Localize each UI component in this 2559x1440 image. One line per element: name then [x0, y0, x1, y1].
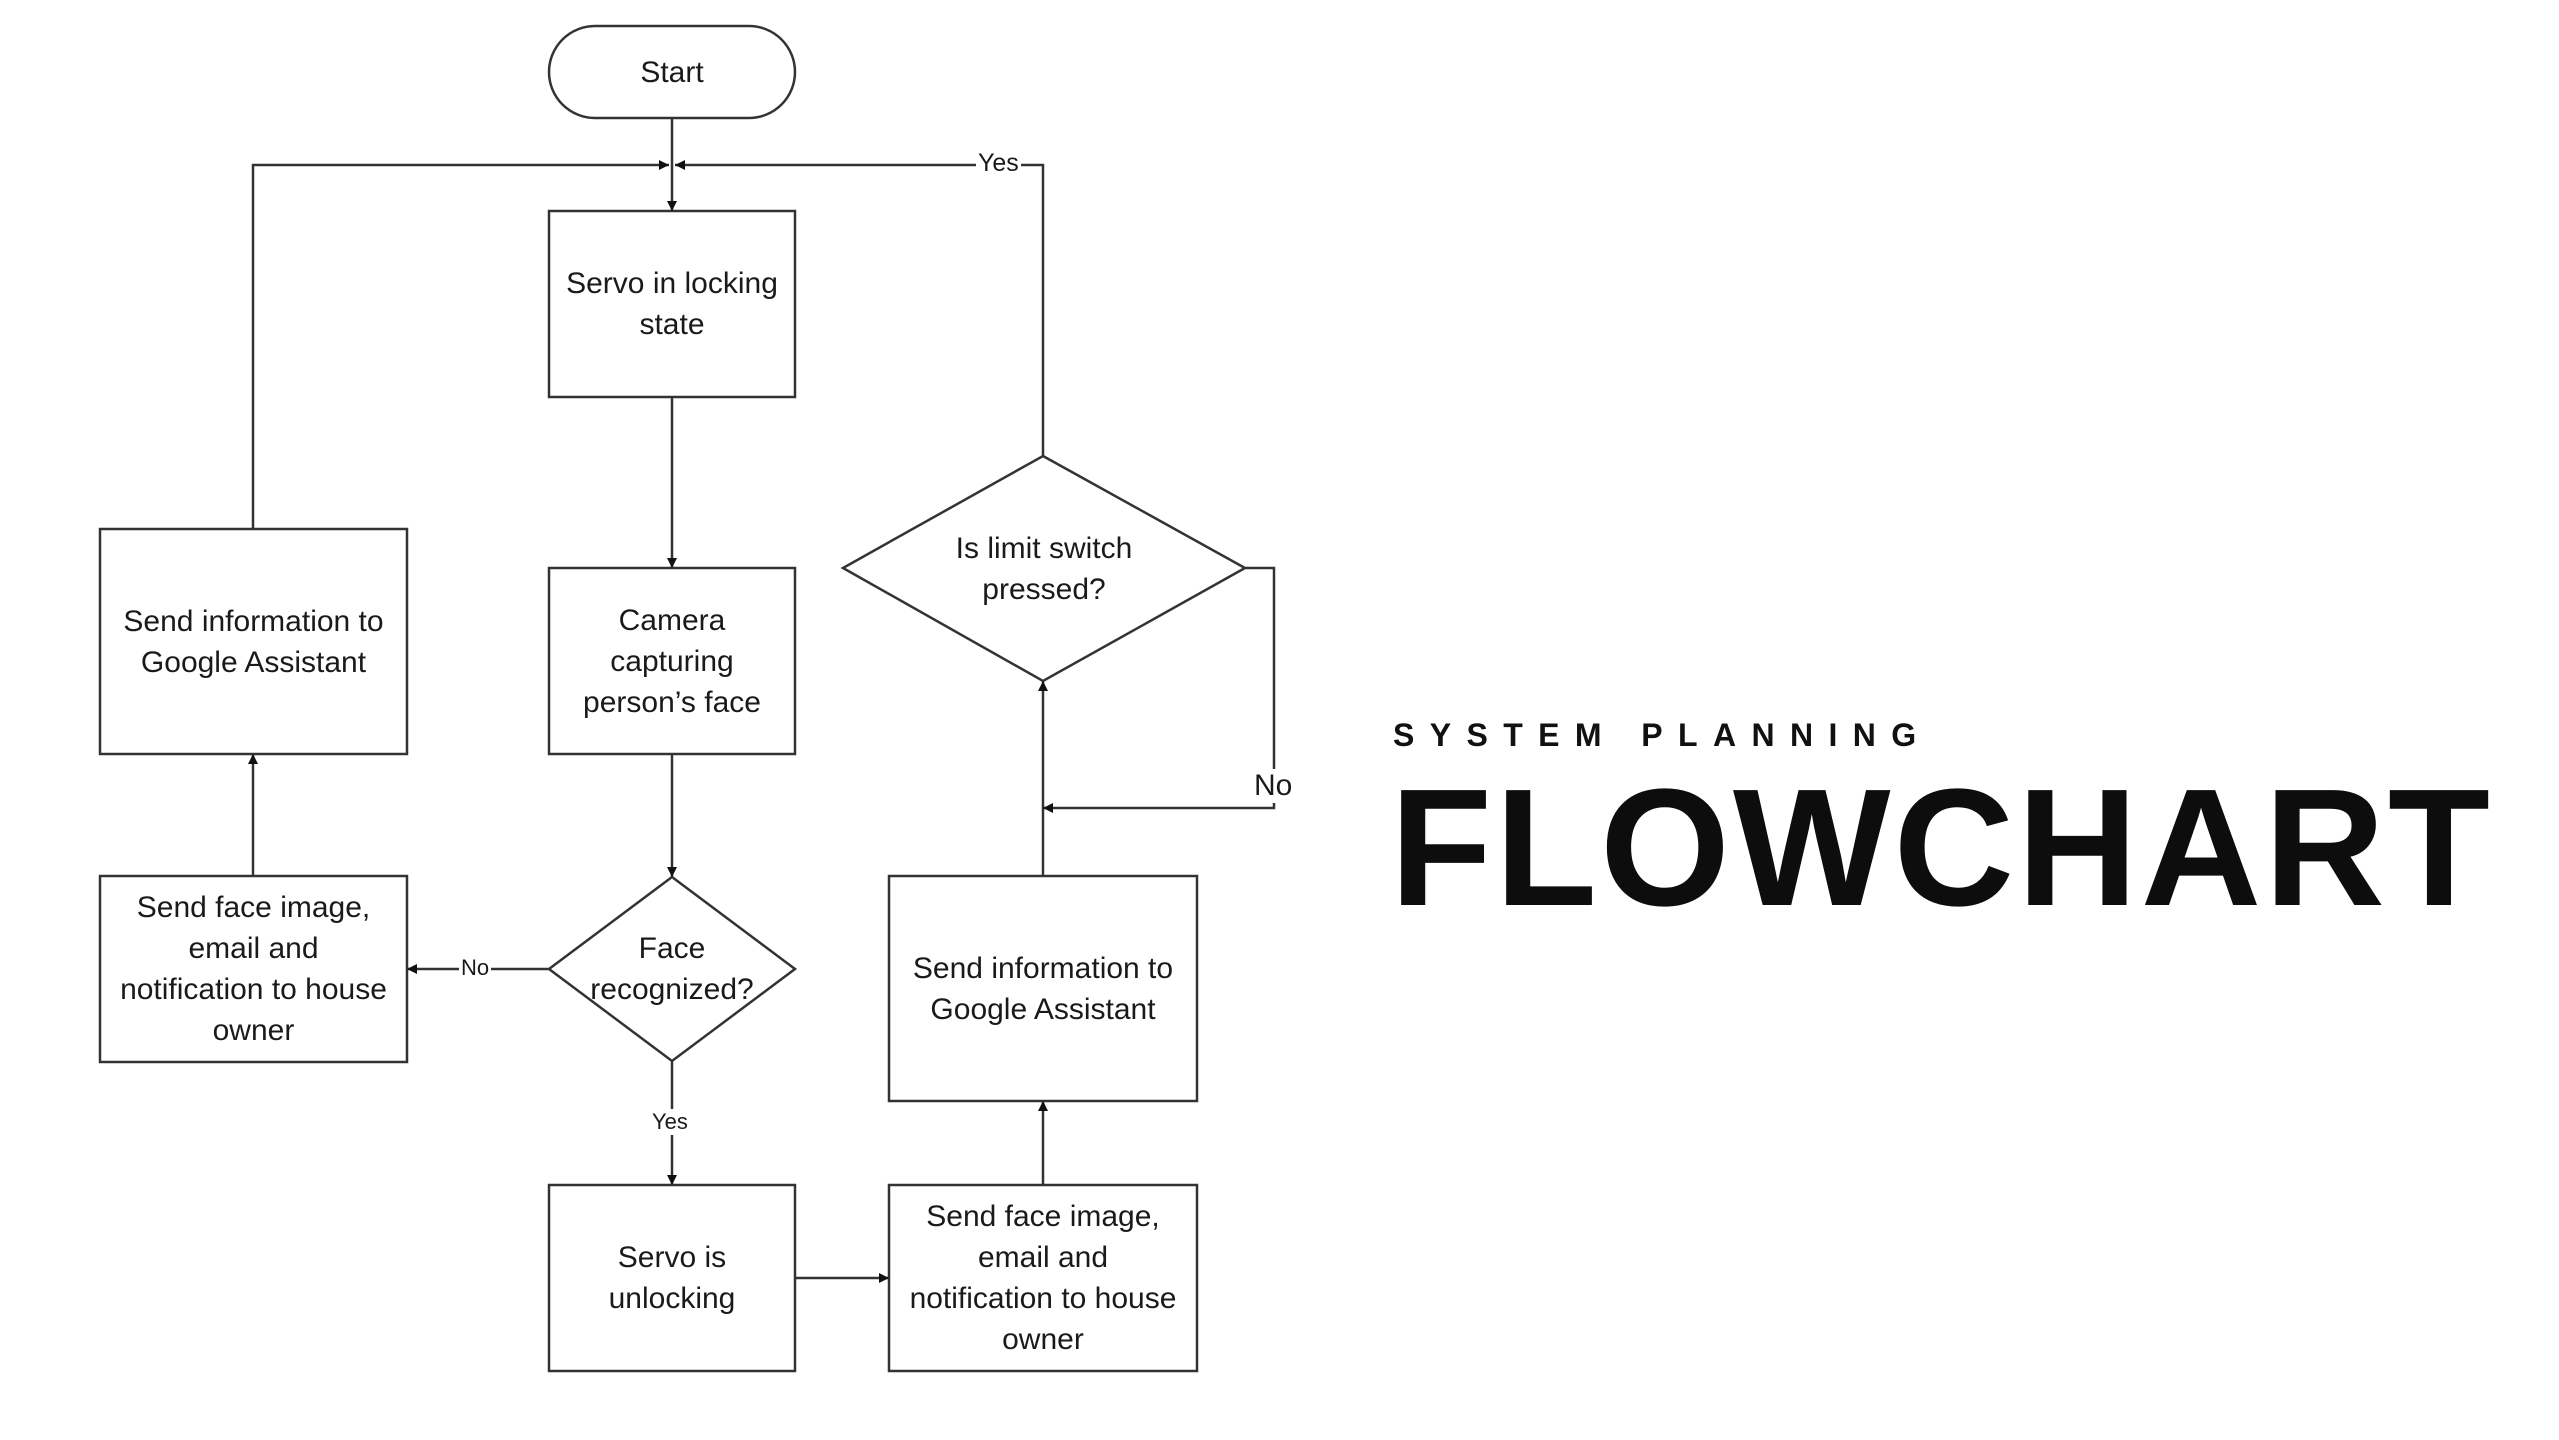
face-yes-label: Yes [650, 1109, 690, 1135]
servo-locking-label: Servo in locking state [566, 267, 778, 341]
send-notification-left-node [98, 874, 409, 1064]
page-title: FLOWCHART [1390, 755, 2493, 941]
send-info-left-label: Send information to Google Assistant [123, 604, 384, 679]
send-notification-left-label: Send face image, email and notification … [120, 891, 387, 1047]
camera-label: Camera capturing person’s face [583, 603, 761, 719]
limit-no-label: No [1252, 769, 1295, 803]
face-recognized-label: Face recognized? [590, 932, 754, 1006]
servo-unlocking-node [547, 1183, 797, 1373]
edge-limit-yes-to-servo-locking [675, 160, 1045, 456]
limit-switch-label: Is limit switch pressed? [955, 531, 1133, 606]
servo-locking-node [547, 209, 797, 399]
edge-send-info-left-to-servo-locking [251, 160, 669, 529]
section-subtitle: SYSTEM PLANNING [1393, 717, 1932, 753]
send-notification-right-label: Send face image, email and notification … [909, 1200, 1177, 1356]
face-no-label: No [459, 955, 492, 981]
send-info-right-label: Send information to Google Assistant [912, 951, 1174, 1026]
edge-limit-no-loop [1043, 566, 1276, 813]
send-info-right-node [887, 874, 1199, 1103]
start-label: Start [640, 55, 704, 89]
limit-yes-label: Yes [976, 149, 1021, 178]
servo-unlocking-label: Servo is unlocking [608, 1241, 736, 1315]
